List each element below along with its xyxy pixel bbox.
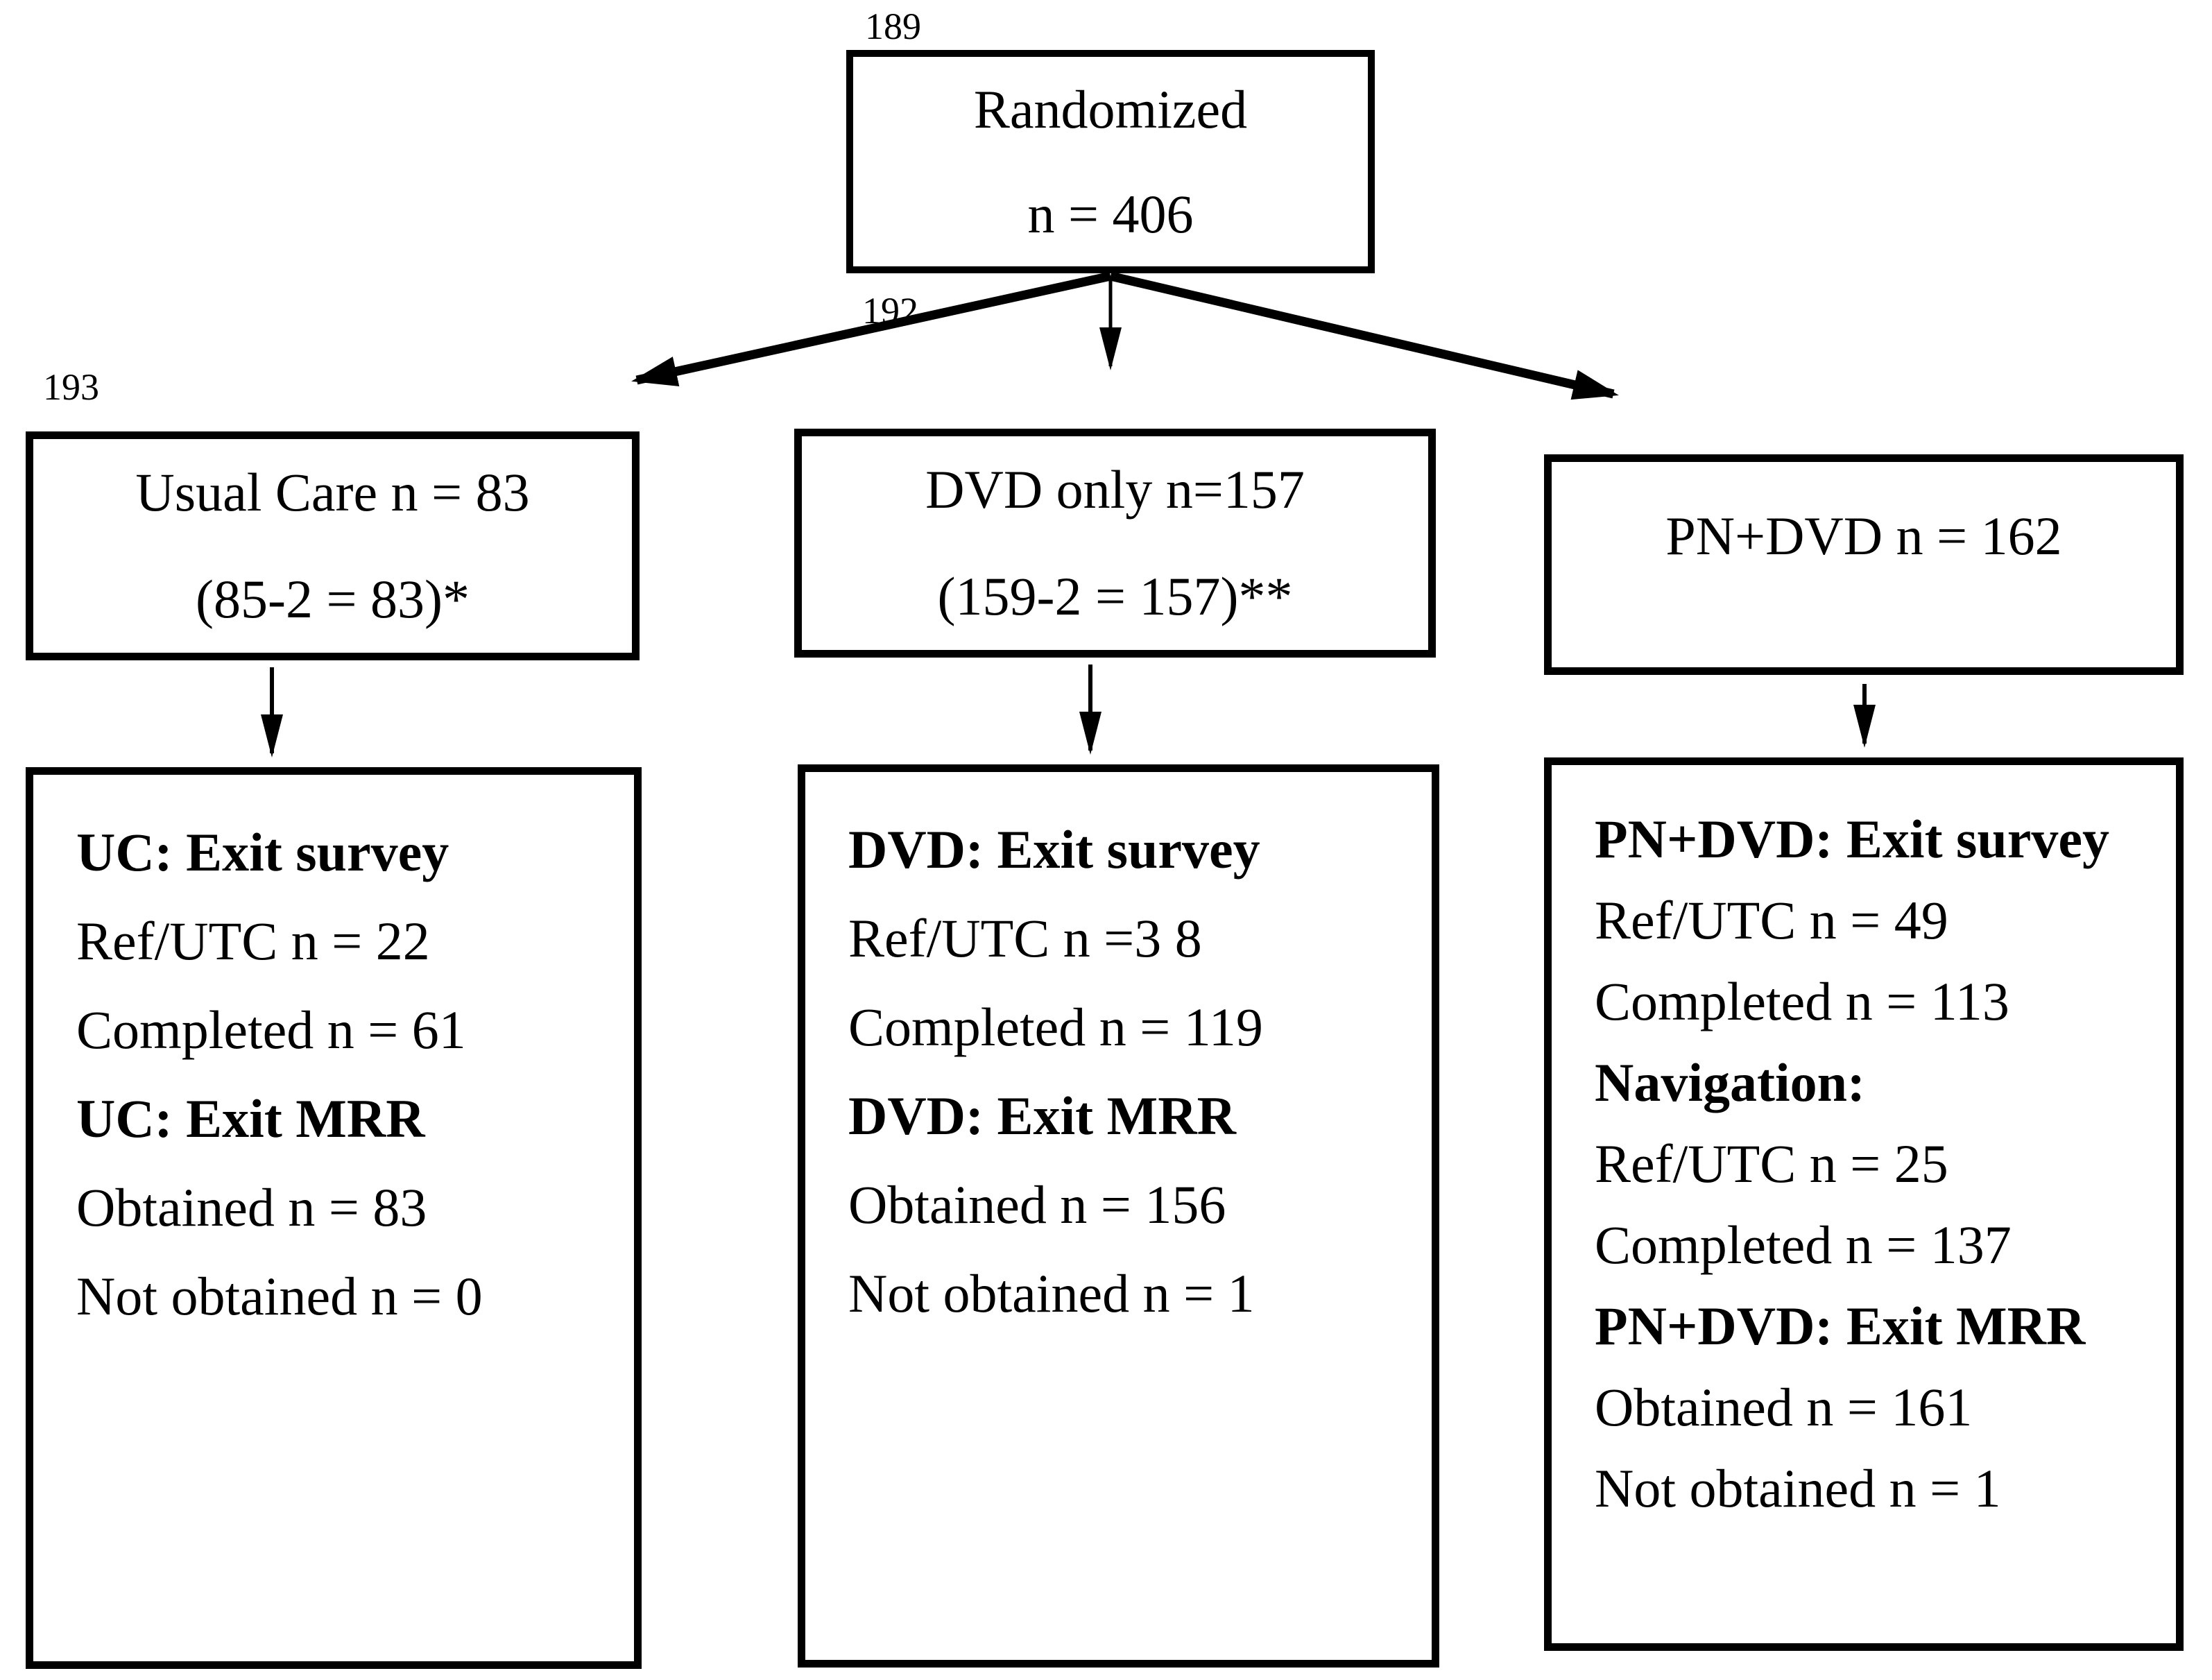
flow-node-randomized: Randomized n = 406 bbox=[846, 50, 1375, 273]
manuscript-line-number-193: 193 bbox=[43, 366, 99, 408]
flow-node-dvd-only: DVD only n=157 (159-2 = 157)** bbox=[794, 429, 1436, 658]
detail-line: Ref/UTC n = 49 bbox=[1595, 890, 1948, 950]
detail-line: DVD: Exit MRR bbox=[848, 1086, 1236, 1146]
flow-node-uc-detail: UC: Exit survey Ref/UTC n = 22 Completed… bbox=[26, 767, 642, 1669]
detail-line: Ref/UTC n = 22 bbox=[76, 911, 430, 971]
arrow-randomized-to-pn-dvd bbox=[1109, 271, 1619, 400]
usual-care-calculation: (85-2 = 83)* bbox=[196, 569, 470, 629]
detail-line: Completed n = 137 bbox=[1595, 1215, 2012, 1275]
detail-line: PN+DVD: Exit MRR bbox=[1595, 1296, 2086, 1356]
detail-line: UC: Exit survey bbox=[76, 822, 449, 882]
dvd-only-calculation: (159-2 = 157)** bbox=[937, 566, 1293, 626]
detail-line: DVD: Exit survey bbox=[848, 819, 1260, 880]
manuscript-line-number-189: 189 bbox=[865, 6, 921, 47]
detail-line: Completed n = 119 bbox=[848, 997, 1263, 1057]
detail-line: Not obtained n = 1 bbox=[848, 1263, 1255, 1323]
randomized-title: Randomized bbox=[973, 78, 1248, 139]
detail-line: Ref/UTC n = 25 bbox=[1595, 1133, 1948, 1194]
detail-line: Obtained n = 156 bbox=[848, 1174, 1226, 1235]
flow-node-dvd-detail: DVD: Exit survey Ref/UTC n =3 8 Complete… bbox=[798, 764, 1439, 1668]
pn-dvd-count: PN+DVD n = 162 bbox=[1665, 506, 2062, 566]
dvd-only-count: DVD only n=157 bbox=[925, 459, 1305, 520]
detail-line: Not obtained n = 0 bbox=[76, 1266, 483, 1326]
detail-line: Obtained n = 83 bbox=[76, 1177, 427, 1237]
detail-line: Obtained n = 161 bbox=[1595, 1377, 1973, 1437]
flow-node-pn-dvd: PN+DVD n = 162 bbox=[1544, 454, 2184, 675]
detail-line: Completed n = 113 bbox=[1595, 971, 2009, 1031]
detail-line: Not obtained n = 1 bbox=[1595, 1458, 2001, 1518]
detail-line: Ref/UTC n =3 8 bbox=[848, 908, 1202, 968]
detail-line: Navigation: bbox=[1595, 1052, 1865, 1113]
manuscript-line-number-192: 192 bbox=[862, 290, 918, 332]
detail-line: PN+DVD: Exit survey bbox=[1595, 809, 2110, 869]
detail-line: Completed n = 61 bbox=[76, 1000, 466, 1060]
flow-node-pn-detail: PN+DVD: Exit survey Ref/UTC n = 49 Compl… bbox=[1544, 757, 2184, 1651]
detail-line: UC: Exit MRR bbox=[76, 1088, 425, 1149]
usual-care-count: Usual Care n = 83 bbox=[135, 462, 530, 522]
flow-node-usual-care: Usual Care n = 83 (85-2 = 83)* bbox=[26, 431, 640, 660]
randomized-count: n = 406 bbox=[1027, 183, 1194, 244]
